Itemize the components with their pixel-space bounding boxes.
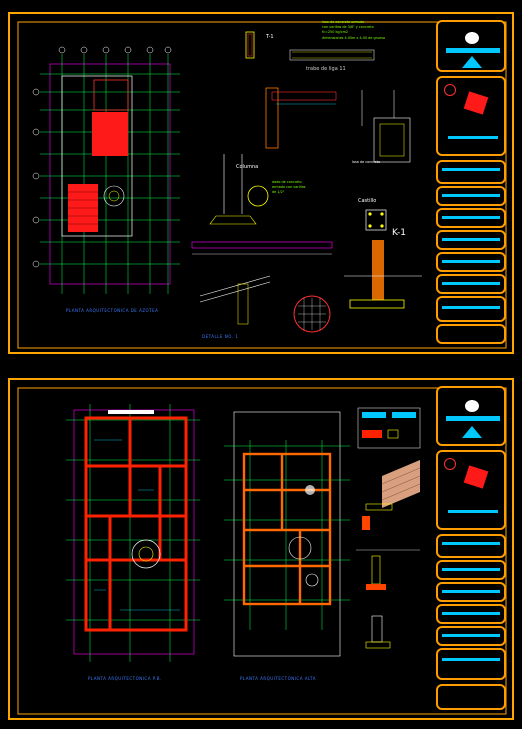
roof-plan — [32, 46, 180, 294]
info-panel-2-1 — [436, 534, 506, 558]
location-panel-2 — [436, 450, 506, 530]
info-panel-1 — [436, 160, 506, 184]
logo-panel — [436, 20, 506, 72]
location-panel — [436, 76, 506, 156]
trabe-label: trabe de liga 11 — [306, 66, 346, 72]
info-panel-6 — [436, 274, 506, 294]
architect-mark-icon — [462, 426, 482, 438]
column-note-3: de 1/2" — [272, 190, 285, 194]
info-panel-3 — [436, 208, 506, 228]
title-block-2 — [436, 386, 506, 712]
detalle-label: DETALLE NO. 1 — [202, 334, 239, 339]
info-panel-7 — [436, 296, 506, 322]
columna-label: Columna — [236, 164, 259, 170]
info-panel-2-5 — [436, 626, 506, 646]
structural-details — [191, 31, 422, 333]
info-panel-2-6 — [436, 648, 506, 680]
castillo-label: Castillo — [358, 198, 377, 204]
info-panel-2-2 — [436, 560, 506, 580]
slab-label: losa de concreto — [352, 160, 381, 164]
info-panel-2 — [436, 186, 506, 206]
university-seal-icon — [465, 400, 479, 412]
note-line-4: dimensiones 4.00m x 4.00 de grueso — [322, 36, 386, 40]
info-panel-2-4 — [436, 604, 506, 624]
note-line-1: losa de concreto armado — [322, 20, 365, 24]
title-block-1 — [436, 20, 506, 346]
t1-label: T-1 — [266, 34, 274, 40]
column-note-1: dado de concreto — [272, 180, 302, 184]
sheet-number-panel-2 — [436, 684, 506, 710]
info-panel-5 — [436, 252, 506, 272]
sheet-number-panel — [436, 324, 506, 344]
logo-panel-2 — [436, 386, 506, 446]
location-map-icon — [444, 458, 456, 470]
ground-floor-plan — [66, 404, 200, 662]
info-panel-4 — [436, 230, 506, 250]
info-panel-2-3 — [436, 582, 506, 602]
sheet-2: PLANTA ARQUITECTONICA P.B. PLANTA ARQUIT… — [8, 378, 514, 720]
sheet-1: PLANTA ARQUITECTONICA DE AZOTEA T-1 trab… — [8, 12, 514, 354]
roof-plan-label: PLANTA ARQUITECTONICA DE AZOTEA — [66, 308, 159, 313]
column-note-2: armado con varillas — [272, 185, 306, 189]
sheet-1-drawing — [17, 21, 507, 349]
note-line-3: fc=250 kg/cm2 — [322, 30, 349, 34]
ground-floor-label: PLANTA ARQUITECTONICA P.B. — [88, 676, 162, 681]
architect-mark-icon — [462, 56, 482, 68]
k1-label: K-1 — [392, 228, 406, 238]
note-line-2: con varillas de 3/8" y concreto — [322, 25, 374, 29]
wall-details — [356, 407, 421, 649]
university-seal-icon — [465, 32, 479, 44]
upper-floor-plan — [224, 411, 350, 657]
sheet-2-drawing — [17, 387, 507, 715]
location-map-icon — [444, 84, 456, 96]
upper-floor-label: PLANTA ARQUITECTONICA ALTA — [240, 676, 316, 681]
